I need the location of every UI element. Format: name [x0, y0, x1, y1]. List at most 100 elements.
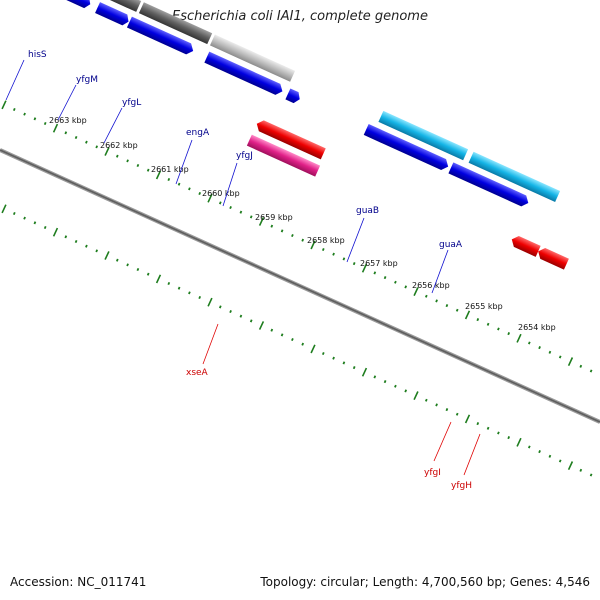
- forward-tick: [270, 224, 274, 228]
- forward-tick: [258, 217, 265, 226]
- reverse-tick: [43, 225, 47, 230]
- reverse-tick: [548, 454, 552, 458]
- reverse-tick: [527, 445, 531, 449]
- feature-yfgI-cds[interactable]: [509, 234, 541, 257]
- forward-tick: [445, 304, 449, 308]
- reverse-tick: [146, 272, 150, 276]
- forward-tick: [589, 369, 593, 373]
- reverse-tick: [1, 204, 7, 214]
- forward-tick: [394, 280, 397, 284]
- forward-tick: [239, 210, 243, 214]
- feature-yfgM-cds[interactable]: [95, 2, 131, 27]
- gene-label-yfgM: yfgM: [76, 75, 98, 85]
- reverse-tick: [342, 361, 346, 365]
- kbp-label-2660: 2660 kbp: [202, 189, 240, 198]
- forward-tick: [332, 252, 335, 256]
- reverse-tick: [33, 221, 37, 225]
- reverse-tick: [177, 286, 181, 290]
- reverse-tick: [280, 333, 284, 337]
- reverse-tick: [435, 403, 438, 407]
- gene-label-yfgI: yfgI: [424, 468, 441, 478]
- forward-tick: [85, 140, 88, 144]
- feature-engA-ring[interactable]: [209, 34, 296, 82]
- forward-tick: [579, 364, 583, 368]
- reverse-tick: [64, 235, 68, 239]
- reverse-tick: [115, 258, 119, 262]
- forward-tick: [43, 121, 47, 126]
- forward-tick: [486, 322, 490, 326]
- forward-tick: [280, 229, 284, 233]
- feature-yfgL-cds[interactable]: [126, 16, 196, 57]
- feature-yfgL-ring[interactable]: [138, 2, 213, 45]
- gene-label-guaB: guaB: [356, 206, 379, 216]
- reverse-tick: [12, 211, 16, 216]
- reverse-tick: [538, 450, 541, 454]
- feature-yfgM-ring[interactable]: [106, 0, 142, 12]
- gene-label-xseA: xseA: [186, 368, 209, 378]
- gene-label-hisS: hisS: [28, 50, 47, 60]
- forward-tick: [527, 341, 531, 345]
- reverse-tick: [352, 366, 356, 370]
- feature-guaA-cds[interactable]: [448, 162, 530, 208]
- reverse-tick: [445, 408, 449, 412]
- forward-tick: [146, 168, 150, 172]
- reverse-tick: [486, 426, 490, 430]
- reverse-tick: [321, 352, 325, 356]
- kbp-label-2662: 2662 kbp: [100, 141, 138, 150]
- forward-tick: [95, 145, 99, 149]
- map-title: Escherichia coli IAI1, complete genome: [172, 9, 428, 24]
- kbp-label-2656: 2656 kbp: [412, 281, 450, 290]
- gene-label-yfgH: yfgH: [451, 481, 472, 491]
- feature-yfgJ-cds[interactable]: [285, 88, 302, 104]
- feature-guaA-ring[interactable]: [468, 151, 561, 202]
- forward-tick: [507, 332, 511, 336]
- reverse-tick: [567, 461, 574, 471]
- kbp-label-2659: 2659 kbp: [255, 213, 293, 222]
- feature-guaB-cds[interactable]: [363, 123, 451, 172]
- reverse-tick: [507, 436, 511, 440]
- forward-tick: [249, 215, 253, 219]
- reverse-tick: [558, 459, 562, 463]
- reverse-tick: [476, 422, 480, 426]
- forward-tick: [321, 248, 325, 252]
- forward-tick: [74, 135, 78, 140]
- feature-xseA-cds[interactable]: [254, 118, 326, 160]
- feature-engA-cds[interactable]: [204, 51, 285, 97]
- reverse-tick: [361, 367, 368, 377]
- kbp-label-2658: 2658 kbp: [307, 236, 345, 245]
- reverse-tick: [85, 244, 88, 248]
- reverse-tick-row: [1, 204, 593, 477]
- feature-yfgH-cds[interactable]: [536, 246, 569, 270]
- reverse-tick: [497, 431, 500, 435]
- feature-xseA-ring[interactable]: [246, 134, 321, 177]
- kbp-labels: 2663 kbp 2662 kbp 2661 kbp 2660 kbp 2659…: [49, 116, 556, 332]
- reverse-tick: [310, 344, 316, 354]
- reverse-tick: [136, 267, 140, 272]
- forward-tick: [361, 263, 368, 273]
- forward-tick: [567, 357, 574, 367]
- forward-tick: [516, 333, 522, 343]
- reverse-tick: [424, 398, 428, 402]
- forward-tick: [558, 355, 562, 359]
- forward-tick: [115, 154, 119, 158]
- forward-tick-row: [1, 100, 593, 373]
- forward-tick: [155, 170, 162, 180]
- feature-hisS-cds[interactable]: [58, 0, 93, 10]
- reverse-tick: [373, 375, 377, 379]
- forward-tick: [126, 159, 129, 163]
- reverse-tick: [404, 389, 408, 393]
- gene-labels: hisS yfgM yfgL engA yfgJ guaB guaA xseA …: [5, 50, 481, 491]
- reverse-tick: [229, 310, 232, 314]
- kbp-label-2655: 2655 kbp: [465, 302, 503, 311]
- reverse-tick: [516, 437, 522, 447]
- feature-guaB-ring[interactable]: [378, 110, 469, 161]
- forward-tick: [23, 112, 26, 116]
- forward-tick: [476, 318, 480, 322]
- reverse-tick: [95, 249, 99, 253]
- reverse-tick: [464, 414, 471, 424]
- reverse-tick: [155, 274, 162, 284]
- reverse-tick: [167, 281, 171, 286]
- forward-tick: [136, 163, 140, 168]
- reverse-tick: [455, 412, 459, 416]
- forward-tick: [64, 131, 68, 135]
